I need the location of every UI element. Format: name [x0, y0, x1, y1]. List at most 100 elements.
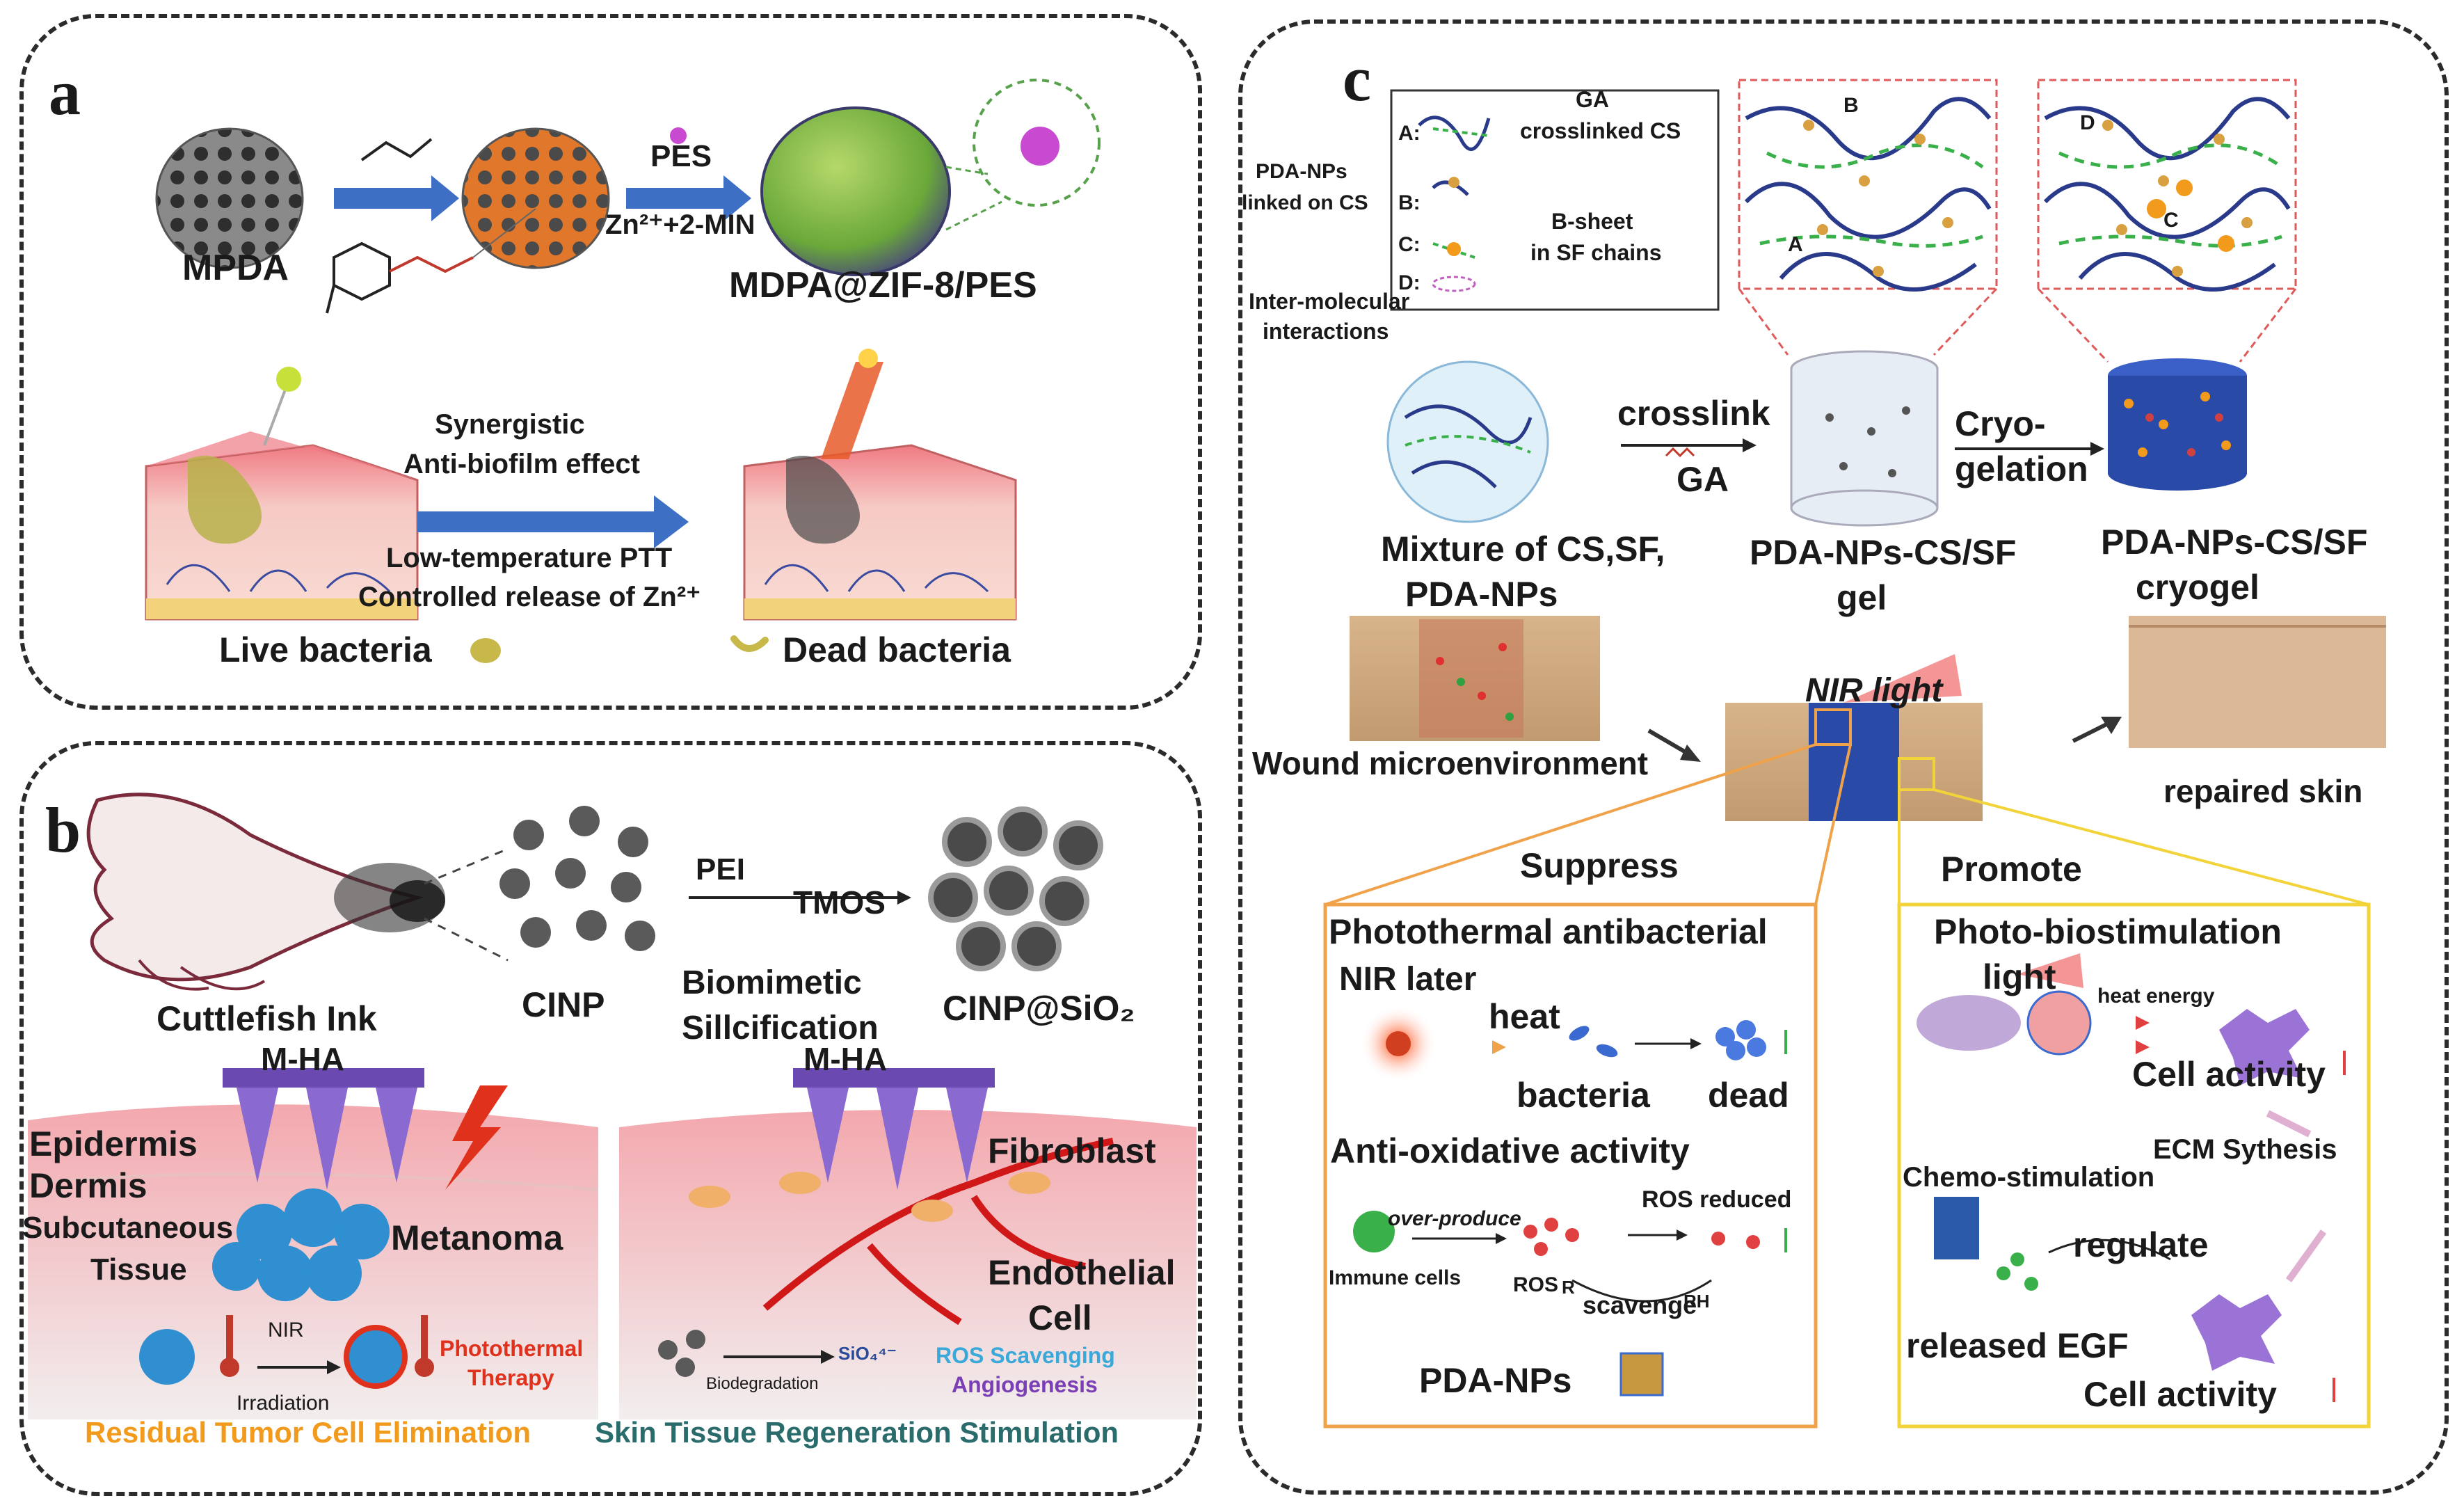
photothermal-line1: Photothermal [440, 1336, 584, 1361]
cinp-sio2-label: CINP@SiO₂ [943, 989, 1135, 1028]
residual-tumor-label: Residual Tumor Cell Elimination [85, 1416, 531, 1449]
sio4-label: SiO₄⁴⁻ [838, 1343, 897, 1364]
pes-label: PES [650, 139, 712, 173]
cryogel-line2: cryogel [2136, 568, 2259, 607]
legend-b-text-line2: in SF chains [1530, 240, 1662, 265]
scavenge-label: scavenge [1583, 1291, 1697, 1319]
cuttlefish-ink-label: Cuttlefish Ink [157, 999, 377, 1038]
legend-a-key: A: [1398, 122, 1421, 145]
gel-line1: PDA-NPs-CS/SF [1750, 533, 2017, 572]
tmos-label: TMOS [793, 884, 886, 921]
subcutaneous-line2: Tissue [90, 1252, 187, 1287]
fibroblast-label: Fibroblast [988, 1131, 1156, 1170]
panel-c-label: c [1343, 43, 1371, 114]
legend-a-text-line1: GA [1576, 87, 1609, 112]
cell-activity-2-label: Cell activity [2083, 1375, 2277, 1414]
biomimetic-line2: Sillcification [682, 1010, 879, 1047]
ros-scavenging-label: ROS Scavenging [936, 1343, 1115, 1368]
network-mark-b: B [1843, 94, 1859, 117]
legend-a-text-line2: crosslinked CS [1520, 118, 1681, 143]
network-mark-a: A [1788, 233, 1803, 256]
regulate-label: regulate [2073, 1225, 2209, 1264]
panel-a [19, 14, 1202, 710]
legend-c-key: C: [1398, 233, 1421, 256]
cryo-line1: Cryo- [1955, 404, 2046, 443]
legend-pda-linked-line1: PDA-NPs [1256, 160, 1347, 183]
endothelial-line2: Cell [1028, 1298, 1092, 1337]
pei-label: PEI [696, 852, 745, 886]
angiogenesis-label: Angiogenesis [952, 1372, 1098, 1397]
suppress-label: Suppress [1520, 846, 1679, 885]
legend-b-text-line1: B-sheet [1551, 209, 1633, 234]
legend-pda-linked-line2: linked on CS [1242, 191, 1368, 214]
panel-c [1238, 19, 2449, 1495]
nir-light-label: NIR light [1805, 672, 1943, 709]
over-produce-label: over-produce [1388, 1207, 1521, 1230]
mha-right-label: M-HA [803, 1041, 888, 1077]
light-label: light [1983, 957, 2056, 996]
epidermis-label: Epidermis [29, 1124, 198, 1163]
legend-b-key: B: [1398, 191, 1421, 214]
repaired-label: repaired skin [2163, 773, 2363, 809]
promote-title: Photo-biostimulation [1934, 912, 2282, 951]
dead-label: dead [1708, 1076, 1789, 1115]
legend-d-key: D: [1398, 271, 1421, 294]
effect-line1: Synergistic [435, 409, 585, 440]
ecm-label: ECM Sythesis [2153, 1134, 2337, 1165]
ros-label: ROS [1513, 1273, 1559, 1296]
chemo-label: Chemo-stimulation [1903, 1162, 2155, 1193]
r-mark: R [1562, 1277, 1575, 1298]
released-egf-label: released EGF [1906, 1326, 2129, 1365]
mech-line2: Controlled release of Zn²⁺ [358, 582, 701, 612]
live-bacteria-label: Live bacteria [219, 630, 432, 669]
network-mark-d: D [2080, 111, 2095, 134]
mpda-label: MPDA [182, 248, 289, 288]
heat-energy-label: heat energy [2097, 985, 2215, 1008]
crosslink-label: crosslink [1617, 394, 1770, 433]
gel-line2: gel [1837, 578, 1887, 617]
promote-label: Promote [1941, 850, 2082, 889]
anti-oxidative-label: Anti-oxidative activity [1330, 1131, 1690, 1170]
mixture-line1: Mixture of CS,SF, [1381, 530, 1665, 568]
cryogel-line1: PDA-NPs-CS/SF [2101, 523, 2368, 562]
ga-label: GA [1677, 460, 1729, 499]
irradiation-label: Irradiation [237, 1392, 330, 1415]
metanoma-label: Metanoma [391, 1218, 563, 1257]
legend-inter-line2: interactions [1263, 319, 1389, 344]
heat-label: heat [1489, 997, 1560, 1036]
suppress-title: Photothermal antibacterial [1329, 912, 1768, 951]
mixture-line2: PDA-NPs [1405, 575, 1558, 614]
cryo-line2: gelation [1955, 449, 2088, 488]
zn-reagent-label: Zn²⁺+2-MIN [605, 209, 755, 240]
skin-regeneration-label: Skin Tissue Regeneration Stimulation [595, 1416, 1119, 1449]
dead-bacteria-label: Dead bacteria [783, 630, 1011, 669]
subcutaneous-line1: Subcutaneous [22, 1211, 234, 1245]
biodegradation-label: Biodegradation [706, 1374, 819, 1393]
network-mark-c: C [2163, 209, 2179, 232]
effect-line2: Anti-biofilm effect [403, 449, 640, 479]
mech-line1: Low-temperature PTT [386, 543, 673, 573]
bacteria-label: bacteria [1517, 1076, 1650, 1115]
panel-b [19, 741, 1202, 1496]
nir-later-label: NIR later [1339, 961, 1477, 998]
mha-left-label: M-HA [261, 1041, 345, 1077]
nir-label: NIR [268, 1319, 304, 1342]
cinp-label: CINP [522, 985, 605, 1024]
rh-mark: RH [1683, 1291, 1710, 1312]
legend-inter-line1: Inter-molecular [1249, 289, 1410, 314]
panel-a-label: a [49, 57, 81, 128]
cell-activity-1-label: Cell activity [2132, 1055, 2326, 1094]
immune-cells-label: Immune cells [1329, 1266, 1462, 1289]
ros-reduced-label: ROS reduced [1642, 1186, 1792, 1213]
pda-nps-label: PDA-NPs [1419, 1361, 1572, 1400]
photothermal-line2: Therapy [467, 1365, 554, 1390]
wound-label: Wound microenvironment [1252, 745, 1649, 781]
product-label: MDPA@ZIF-8/PES [729, 265, 1037, 305]
biomimetic-line1: Biomimetic [682, 964, 862, 1001]
panel-b-label: b [45, 795, 81, 866]
endothelial-line1: Endothelial [988, 1253, 1176, 1292]
dermis-label: Dermis [29, 1166, 147, 1205]
